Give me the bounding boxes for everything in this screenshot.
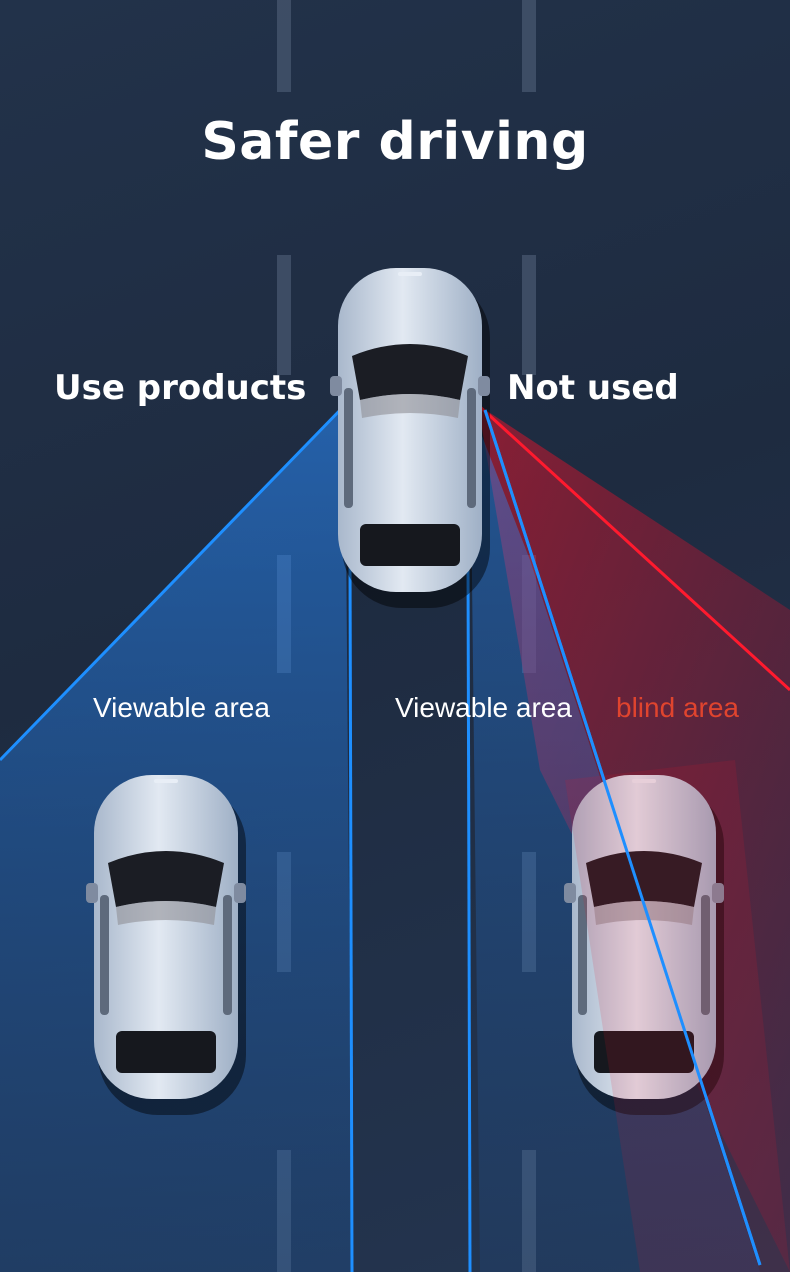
- blind-area-overlay: [483, 409, 790, 1272]
- label-use-products: Use products: [54, 368, 307, 408]
- car-bottom-left: [86, 775, 246, 1115]
- car-top-center: [330, 268, 490, 608]
- label-viewable-area-left: Viewable area: [93, 692, 270, 723]
- label-not-used: Not used: [507, 368, 679, 408]
- page-title: Safer driving: [201, 112, 589, 172]
- label-viewable-area-right: Viewable area: [395, 692, 572, 723]
- label-blind-area: blind area: [616, 692, 739, 723]
